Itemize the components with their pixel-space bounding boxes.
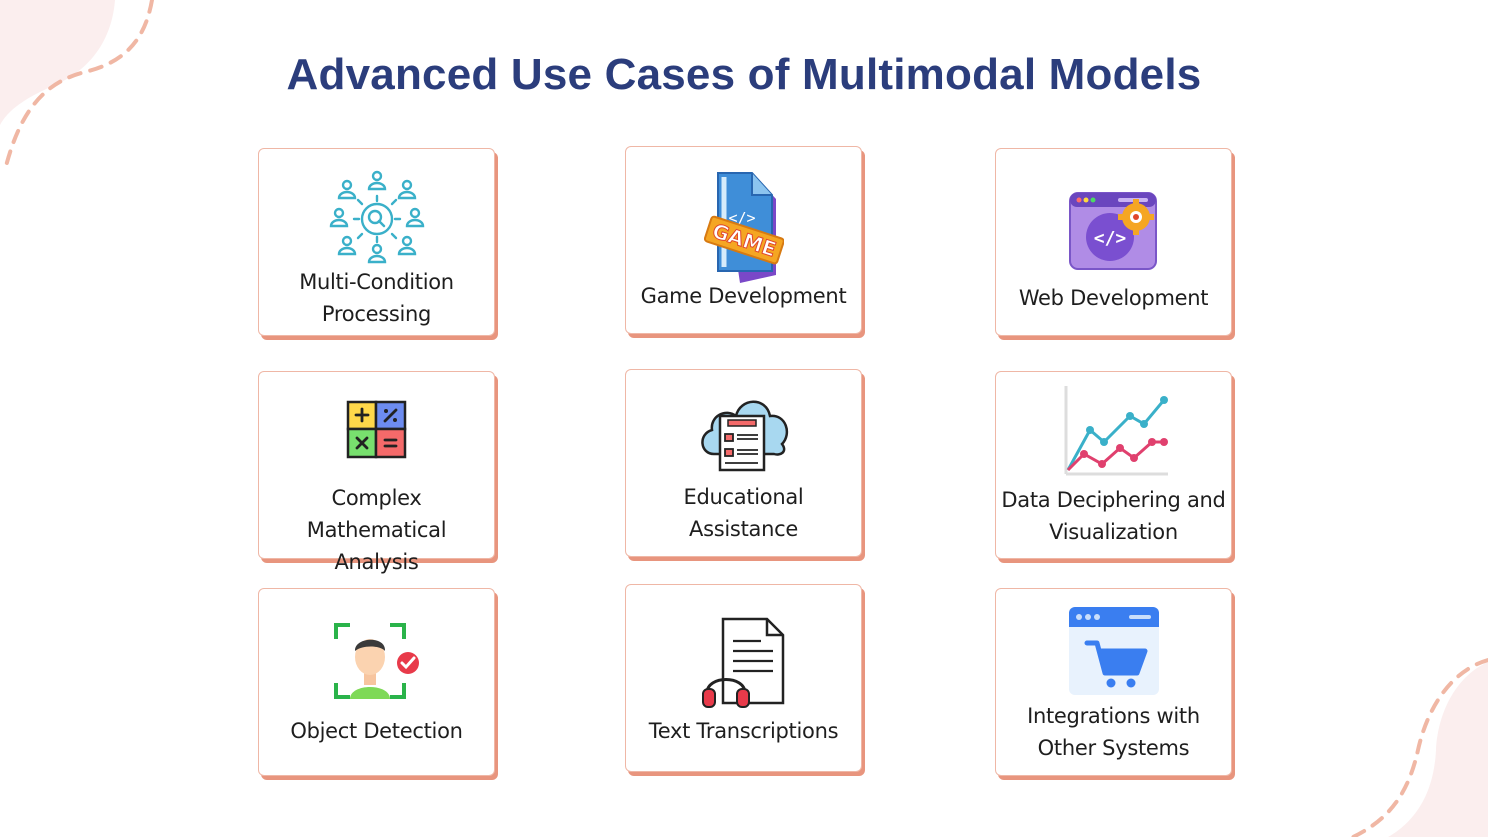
calculator-operators-icon xyxy=(346,400,406,459)
card-game-development: </> GAME Game Development xyxy=(625,146,862,334)
card-label: Data Deciphering and Visualization xyxy=(1001,488,1226,544)
card-label: Object Detection xyxy=(290,719,463,743)
bottom-right-decoration xyxy=(1351,658,1488,837)
card-label: Web Development xyxy=(1018,286,1209,310)
top-left-decoration xyxy=(0,0,154,172)
card-label: Educational Assistance xyxy=(683,485,804,541)
page-title: Advanced Use Cases of Multimodal Models xyxy=(286,50,1202,99)
cloud-checklist-icon xyxy=(700,400,788,472)
game-file-icon: </> GAME xyxy=(703,172,784,283)
card-web-development: </> Web Development xyxy=(995,148,1232,336)
card-integrations: Integrations with Other Systems xyxy=(995,588,1232,776)
card-label: Game Development xyxy=(640,284,847,308)
browser-code-gear-icon: </> xyxy=(1068,192,1157,270)
card-label: Multi-Condition Processing xyxy=(299,270,454,326)
network-search-icon xyxy=(329,170,424,264)
browser-cart-icon xyxy=(1068,607,1159,695)
face-detection-icon xyxy=(333,623,419,699)
svg-text:</>: </> xyxy=(1093,228,1126,249)
card-label: Complex Mathematical Analysis xyxy=(306,486,447,574)
card-label: Text Transcriptions xyxy=(648,719,839,743)
card-educational: Educational Assistance xyxy=(625,369,862,557)
card-math-analysis: Complex Mathematical Analysis xyxy=(258,371,495,574)
card-multi-condition: Multi-Condition Processing xyxy=(258,148,495,336)
card-object-detection: Object Detection xyxy=(258,588,495,776)
card-text-transcription: Text Transcriptions xyxy=(625,584,862,772)
card-data-visualization: Data Deciphering and Visualization xyxy=(995,371,1232,559)
document-headphones-icon xyxy=(701,617,784,708)
line-chart-icon xyxy=(1064,386,1168,476)
card-label: Integrations with Other Systems xyxy=(1027,704,1200,760)
